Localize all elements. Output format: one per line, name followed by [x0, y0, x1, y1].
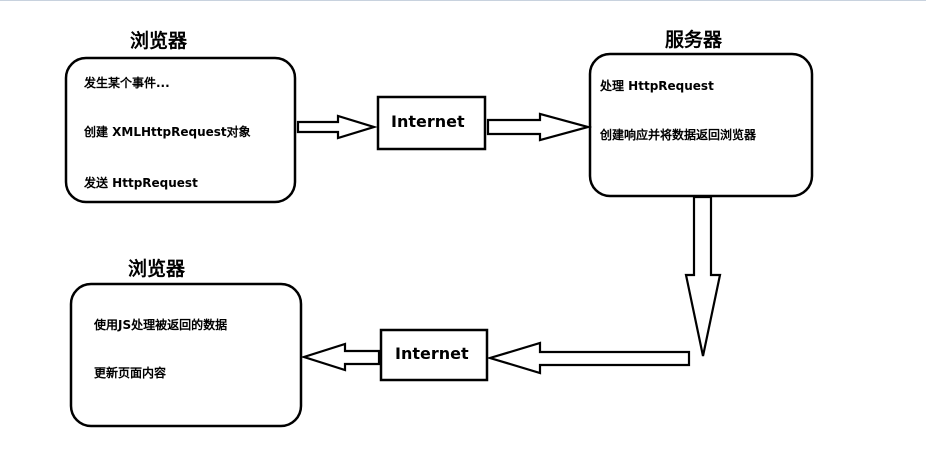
internet-bottom-box	[379, 328, 489, 382]
browser-bottom-step-2: 更新页面内容	[94, 366, 167, 380]
browser-top-box	[64, 56, 297, 204]
browser-top-step-3: 发送 HttpRequest	[84, 176, 198, 190]
browser-top-step-1: 发生某个事件...	[84, 76, 170, 90]
browser-bottom-box	[69, 282, 303, 428]
browser-top-step-2: 创建 XMLHttpRequest对象	[84, 125, 251, 139]
server-title: 服务器	[665, 29, 723, 51]
arrow-internet-to-server	[486, 112, 593, 142]
browser-top-title: 浏览器	[130, 30, 188, 52]
internet-top-label: Internet	[391, 112, 465, 131]
server-box	[588, 52, 814, 198]
server-step-1: 处理 HttpRequest	[600, 79, 714, 93]
internet-top-box	[376, 95, 487, 151]
browser-bottom-step-1: 使用JS处理被返回的数据	[94, 318, 228, 332]
arrow-server-down	[684, 195, 722, 357]
arrow-to-internet-bottom	[486, 341, 691, 375]
window-top-border	[0, 0, 926, 1]
internet-bottom-label: Internet	[395, 344, 469, 363]
arrow-internet-to-browser	[300, 342, 381, 372]
browser-bottom-title: 浏览器	[128, 258, 186, 280]
arrow-browser-to-internet	[296, 114, 378, 140]
server-step-2: 创建响应并将数据返回浏览器	[600, 128, 757, 142]
